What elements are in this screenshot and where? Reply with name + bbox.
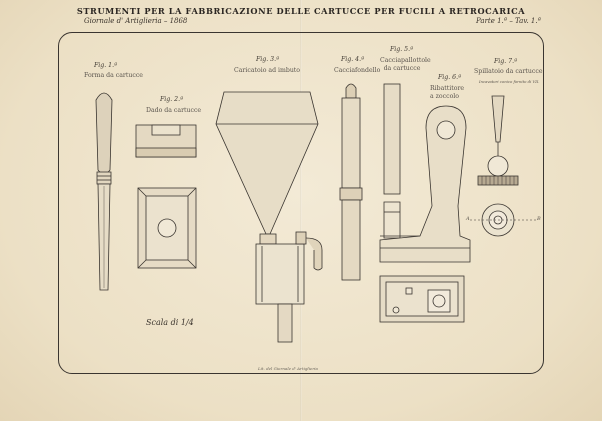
fig3-number: Fig. 3.ª [256, 56, 280, 63]
fig3-funnel-loader-drawing [215, 91, 323, 343]
fig1-cartridge-former-drawing [95, 92, 113, 291]
fig7-note: Incavatori conico fornito di VII. [479, 79, 540, 84]
fig4-cap-driver-drawing [339, 83, 363, 281]
fig6-caption: Ribattitore a zoccolo [430, 85, 465, 100]
plate-number: Parte 1.ª – Tav. 1.ª [476, 17, 541, 25]
fig4-caption: Cacciafondello [334, 67, 381, 74]
fig6-bed-hammer-drawing [379, 105, 471, 263]
marker-b: B [537, 216, 541, 222]
fig3-caption: Caricatoio ad imbuto [234, 67, 301, 74]
fig2-die-drawing [135, 124, 197, 269]
scale-value: 1/4 [180, 318, 194, 327]
fig5-caption: Cacciapallottole da cartucce [380, 57, 431, 72]
marker-a: A [466, 216, 470, 222]
plate-frame [58, 32, 544, 374]
fig2-caption: Dado da cartucce [146, 107, 202, 114]
fig2-number: Fig. 2.ª [160, 96, 184, 103]
fig7-number: Fig. 7.ª [494, 58, 518, 65]
fig7-piercer-drawing [470, 95, 536, 237]
fig5-number: Fig. 5.ª [390, 46, 414, 53]
fig5-bullet-driver-drawing [379, 83, 465, 323]
scale-note: Scala di 1/4 [146, 318, 194, 327]
lithographer-imprint: Lit. del Giornale d' Artiglieria [258, 366, 318, 371]
fig1-number: Fig. 1.ª [94, 62, 118, 69]
fig7-caption: Spillatoio da cartucce [474, 68, 543, 75]
fold-line [300, 0, 302, 421]
scale-label: Scala di [146, 318, 179, 327]
fig4-number: Fig. 4.ª [341, 56, 365, 63]
fig1-caption: Forma da cartucce [84, 72, 143, 79]
journal-reference: Giornale d' Artiglieria – 1868 [84, 17, 188, 25]
plate-title: STRUMENTI PER LA FABBRICAZIONE DELLE CAR… [76, 6, 526, 16]
fig6-number: Fig. 6.ª [438, 74, 462, 81]
